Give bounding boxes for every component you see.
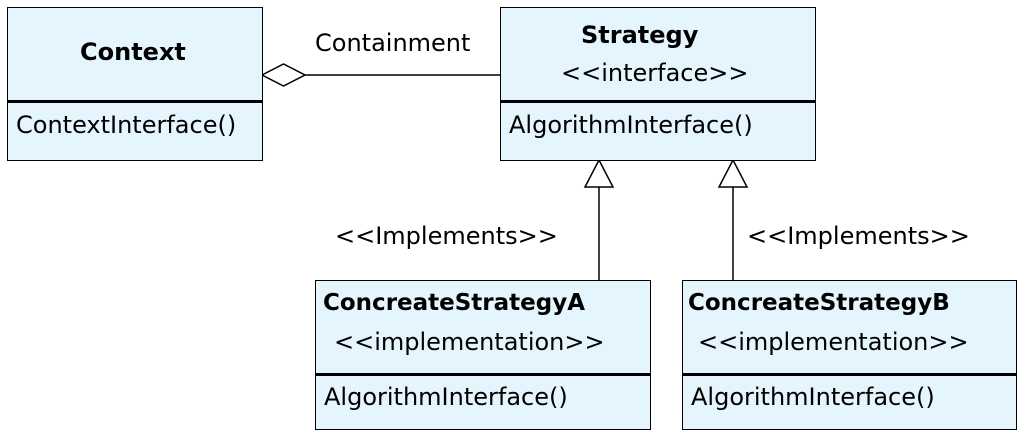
containment-connector [260, 63, 500, 87]
concrete-strategy-b-class: ConcreateStrategyB <<implementation>> Al… [682, 280, 1017, 430]
concrete-b-method: AlgorithmInterface() [691, 383, 935, 411]
concrete-strategy-a-class: ConcreateStrategyA <<implementation>> Al… [315, 280, 651, 430]
class-divider [683, 373, 1016, 376]
concrete-b-stereotype: <<implementation>> [698, 328, 969, 356]
containment-label: Containment [315, 29, 471, 57]
strategy-interface: Strategy <<interface>> AlgorithmInterfac… [500, 7, 816, 161]
concrete-a-class-name: ConcreateStrategyA [323, 290, 586, 316]
implements-label-a: <<Implements>> [335, 222, 558, 250]
implements-connector-a [583, 158, 615, 280]
realization-arrowhead-icon [717, 158, 749, 188]
concrete-b-class-name: ConcreateStrategyB [688, 290, 950, 316]
implements-connector-b [717, 158, 749, 280]
realization-arrowhead-icon [583, 158, 615, 188]
concrete-a-stereotype: <<implementation>> [334, 328, 605, 356]
concrete-a-method: AlgorithmInterface() [324, 383, 568, 411]
implements-label-b: <<Implements>> [747, 222, 970, 250]
class-divider [316, 373, 650, 376]
aggregation-diamond-icon [260, 63, 307, 87]
class-divider [501, 100, 815, 103]
strategy-stereotype: <<interface>> [561, 59, 749, 87]
class-divider [8, 100, 262, 103]
context-class-name: Context [80, 38, 186, 66]
context-class: Context ContextInterface() [7, 7, 263, 161]
strategy-method: AlgorithmInterface() [509, 111, 753, 139]
context-method: ContextInterface() [16, 111, 237, 139]
strategy-class-name: Strategy [581, 21, 699, 49]
